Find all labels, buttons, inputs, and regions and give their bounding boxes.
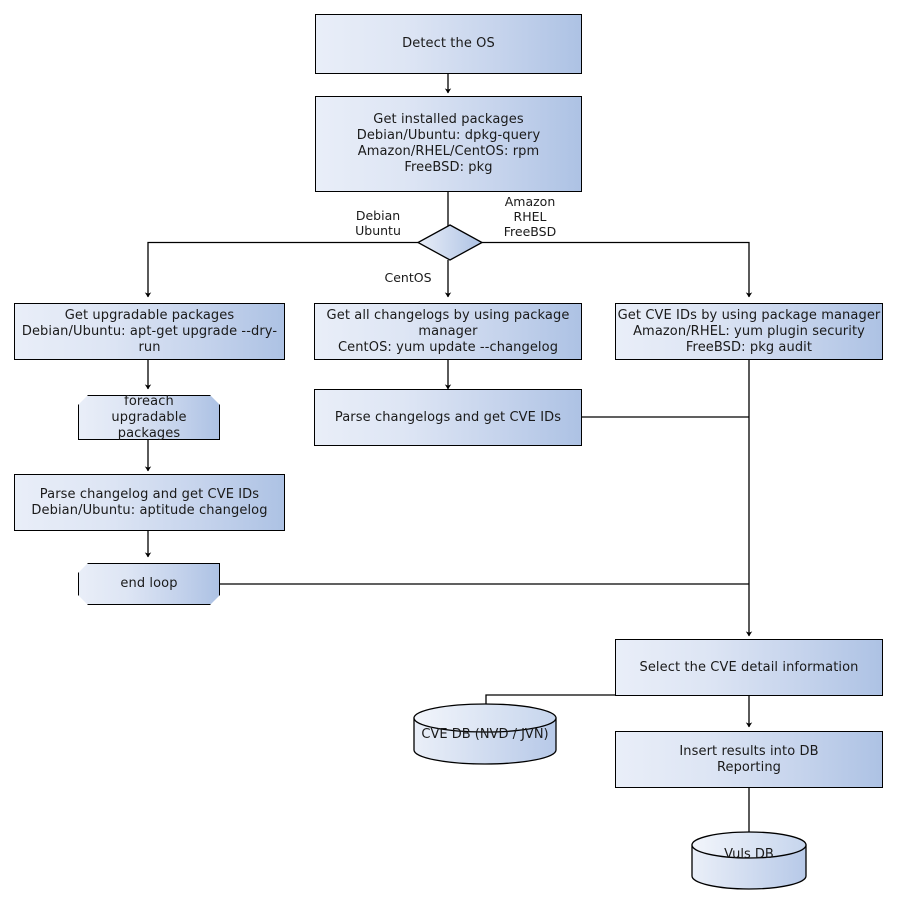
- edge-decision-amazon: [482, 241, 753, 298]
- node-cve-db-label: CVE DB (NVD / JVN): [421, 727, 549, 742]
- node-insert-results-label: Insert results into DB Reporting: [679, 743, 819, 775]
- node-detect-os-label: Detect the OS: [402, 36, 495, 51]
- edge-label-amazon-rhel-freebsd: Amazon RHEL FreeBSD: [503, 194, 557, 239]
- edge-decision-debian: [144, 241, 418, 298]
- node-foreach-loop-start-label: foreach upgradable packages: [111, 393, 187, 441]
- decision-diamond-os: [416, 224, 484, 261]
- node-parse-changelogs-label: Parse changelogs and get CVE IDs: [334, 409, 562, 425]
- node-get-installed-packages[interactable]: Get installed packages Debian/Ubuntu: dp…: [315, 96, 582, 192]
- node-get-cve-ids-label: Get CVE IDs by using package manager Ama…: [617, 307, 881, 355]
- node-get-upgradable-packages-label: Get upgradable packages Debian/Ubuntu: a…: [21, 307, 278, 355]
- node-vuls-db-label: Vuls DB: [724, 847, 774, 862]
- node-get-all-changelogs-label: Get all changelogs by using package mana…: [326, 307, 570, 355]
- node-get-installed-packages-label: Get installed packages Debian/Ubuntu: dp…: [356, 112, 541, 175]
- node-get-cve-ids[interactable]: Get CVE IDs by using package manager Ama…: [615, 303, 883, 360]
- node-select-cve-detail-label: Select the CVE detail information: [639, 659, 859, 675]
- node-end-loop[interactable]: end loop: [78, 563, 220, 605]
- node-parse-changelogs[interactable]: Parse changelogs and get CVE IDs: [314, 389, 582, 446]
- node-get-all-changelogs[interactable]: Get all changelogs by using package mana…: [314, 303, 582, 360]
- node-select-cve-detail[interactable]: Select the CVE detail information: [615, 639, 883, 696]
- node-get-upgradable-packages[interactable]: Get upgradable packages Debian/Ubuntu: a…: [14, 303, 285, 360]
- node-end-loop-label: end loop: [120, 576, 178, 591]
- edge-select-to-cvedb: [485, 694, 615, 710]
- edge-label-centos: CentOS: [384, 270, 432, 285]
- edge-label-debian-ubuntu: Debian Ubuntu: [355, 208, 401, 238]
- node-insert-results[interactable]: Insert results into DB Reporting: [615, 731, 883, 788]
- node-parse-changelog-single[interactable]: Parse changelog and get CVE IDs Debian/U…: [14, 474, 285, 531]
- node-foreach-loop-start[interactable]: foreach upgradable packages: [78, 395, 220, 440]
- node-detect-os[interactable]: Detect the OS: [315, 14, 582, 74]
- node-parse-changelog-single-label: Parse changelog and get CVE IDs Debian/U…: [31, 486, 268, 518]
